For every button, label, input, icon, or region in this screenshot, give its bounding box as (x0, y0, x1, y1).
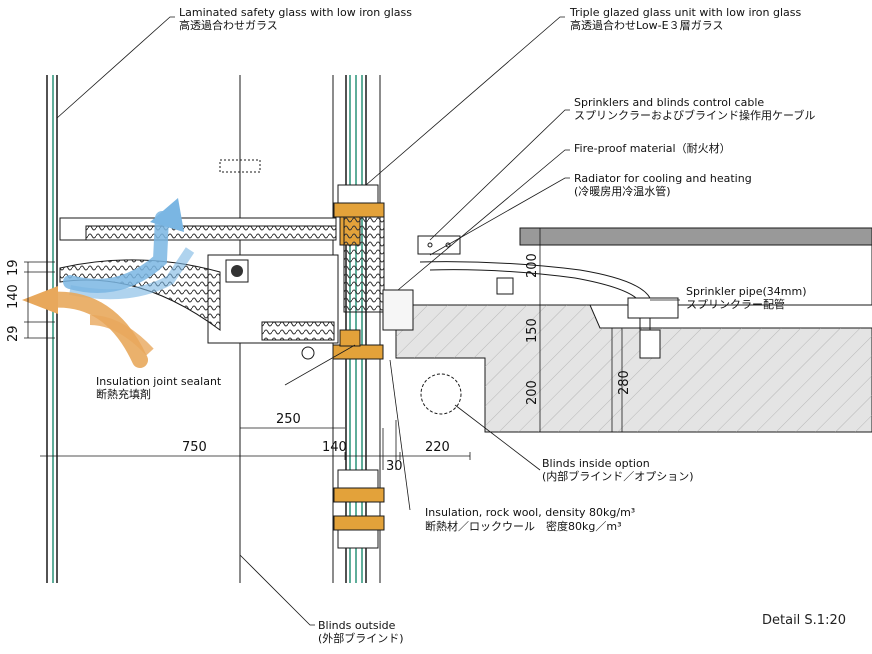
dimension-lines (24, 228, 623, 470)
radiator-unit (59, 159, 339, 360)
label-laminated-en: Laminated safety glass with low iron gla… (179, 6, 412, 19)
label-radiator-ja: (冷暖房用冷温水管) (574, 185, 671, 198)
label-sealant-en: Insulation joint sealant (96, 375, 222, 388)
label-laminated-ja: 高透過合わせガラス (179, 19, 278, 32)
label-radiator-en: Radiator for cooling and heating (574, 172, 752, 185)
dim-220: 220 (425, 440, 450, 455)
label-insulation-en: Insulation, rock wool, density 80kg/m³ (425, 506, 636, 519)
label-blinds-outside-ja: (外部ブラインド) (318, 632, 404, 645)
dim-150: 150 (525, 318, 540, 343)
label-blinds-outside-en: Blinds outside (318, 619, 396, 632)
dim-200-top: 200 (525, 253, 540, 278)
label-fireproof: Fire-proof material（耐火材） (574, 142, 731, 155)
rock-wool-insulation (343, 216, 385, 313)
label-blinds-inside-en: Blinds inside option (542, 457, 650, 470)
outer-laminated-glass (46, 75, 58, 583)
frame-caps (337, 184, 379, 549)
label-sprinkler-pipe-en: Sprinkler pipe(34mm) (686, 285, 807, 298)
dim-200-bottom: 200 (525, 380, 540, 405)
cable-bracket (382, 235, 514, 331)
dim-140-vertical: 140 (6, 284, 21, 309)
leader-lines (56, 16, 680, 626)
blinds-inside-circle (420, 373, 462, 415)
dim-30: 30 (386, 459, 403, 474)
label-sprinkler-cable-ja: スプリンクラーおよびブラインド操作用ケーブル (574, 109, 816, 122)
label-triple-en: Triple glazed glass unit with low iron g… (570, 6, 802, 19)
label-sealant-ja: 断熱充填剤 (96, 388, 151, 401)
airflow-cool (63, 198, 195, 300)
label-sprinkler-cable-en: Sprinklers and blinds control cable (574, 96, 765, 109)
sprinkler-pipe (419, 261, 679, 359)
label-insulation-ja: 断熱材／ロックウール 密度80kg／m³ (425, 520, 622, 533)
airflow-warm (22, 286, 154, 368)
label-sprinkler-pipe-ja: スプリンクラー配管 (686, 298, 785, 311)
dim-19: 19 (6, 259, 21, 276)
dim-280: 280 (617, 370, 632, 395)
triple-glazed-unit (332, 75, 381, 583)
label-blinds-inside-ja: (内部ブラインド／オプション) (542, 470, 694, 483)
label-triple-ja: 高透過合わせLow-E３層ガラス (570, 19, 724, 32)
dim-140-horizontal: 140 (322, 440, 347, 455)
dim-250: 250 (276, 412, 301, 427)
detail-scale-label: Detail S.1:20 (762, 613, 847, 628)
dim-750: 750 (182, 440, 207, 455)
floor-slab (395, 227, 872, 433)
dim-29: 29 (6, 325, 21, 342)
